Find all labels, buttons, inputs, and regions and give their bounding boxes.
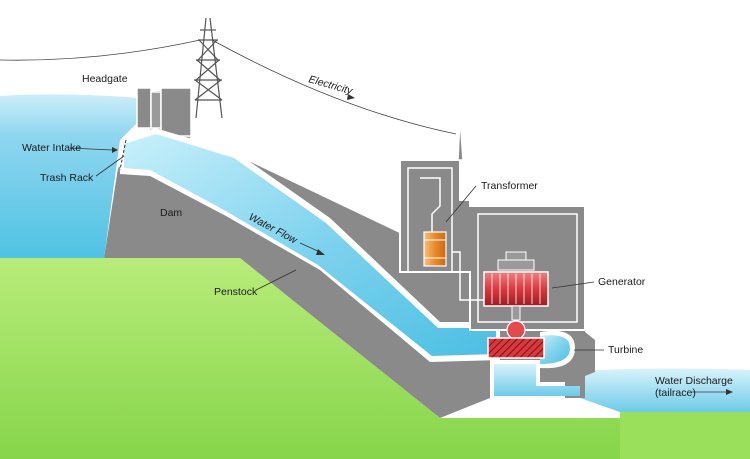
label-dam: Dam (160, 207, 182, 219)
headgate-structure (136, 87, 192, 137)
discharge-arrowhead (726, 389, 733, 395)
label-headgate: Headgate (82, 73, 128, 85)
trash-rack (119, 139, 127, 171)
label-turbine: Turbine (608, 344, 643, 356)
penstock-leader (255, 269, 297, 291)
label-trash-rack: Trash Rack (40, 172, 94, 184)
generator-unit (483, 251, 549, 321)
label-generator: Generator (598, 276, 646, 288)
water-intake-leader (69, 147, 113, 151)
generator-wiring (452, 251, 486, 301)
water-flow-arrowhead (316, 249, 325, 255)
transformer-leader (445, 185, 477, 223)
water-intake-arrowhead (112, 147, 118, 153)
label-transformer: Transformer (481, 180, 538, 192)
tailrace-water (565, 368, 750, 412)
ground-right (620, 412, 750, 459)
ground (0, 258, 630, 459)
water-flow-arrow (299, 242, 321, 253)
discharge-channel (494, 364, 580, 396)
label-electricity: Electricity (307, 73, 354, 97)
trash-rack-leader (95, 155, 125, 177)
label-water-intake: Water Intake (22, 142, 81, 154)
power-lines (0, 39, 457, 135)
label-water-discharge: Water Discharge (655, 375, 733, 387)
label-penstock: Penstock (214, 286, 258, 298)
penstock-pipe (124, 134, 496, 356)
turbine-scroll-water (540, 335, 570, 364)
transformer-unit (423, 231, 447, 267)
generator-leader (551, 281, 595, 289)
transformer-wiring (420, 177, 441, 232)
label-tailrace: (tailrace) (655, 387, 696, 399)
transmission-tower (194, 17, 223, 119)
reservoir-water (0, 94, 140, 259)
electricity-arrowhead (347, 94, 355, 100)
turbine-unit (487, 320, 545, 359)
